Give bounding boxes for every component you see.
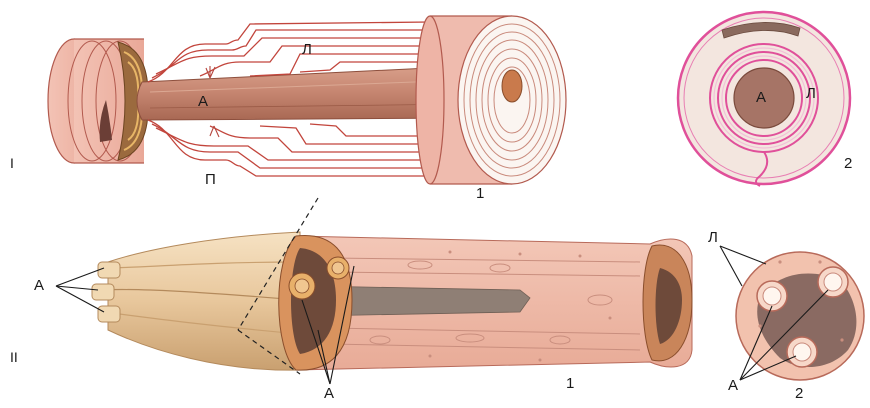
panel-ii-figure-number: 1 <box>566 376 574 391</box>
panel-ii-cross-label-lamella: Л <box>708 230 718 245</box>
right-myelin-roll <box>416 16 566 184</box>
panel-i-cross-label-lamella: Л <box>806 86 816 101</box>
panel-i-cross-figure-number: 2 <box>844 156 852 171</box>
panel-ii-nerve-bundle <box>92 198 692 374</box>
panel-ii-label-axons-bottom: А <box>324 386 334 401</box>
panel-i-label-mesaxon: П <box>205 172 216 187</box>
panel-i-cross-label-axon: А <box>756 90 766 105</box>
panel-ii-numeral: II <box>10 350 18 364</box>
panel-i-label-axon: А <box>198 94 208 109</box>
panel-i-numeral: I <box>10 156 14 170</box>
panel-ii-cross-label-axons: А <box>728 378 738 393</box>
membrane-lamellae-bottom <box>148 120 430 176</box>
panel-i-label-lamella: Л <box>302 42 312 57</box>
left-myelin-rings <box>48 39 148 163</box>
panel-i-figure-number: 1 <box>476 186 484 201</box>
panel-ii-label-axons-left: А <box>34 278 44 293</box>
panel-ii-cross-figure-number: 2 <box>795 386 803 401</box>
panel-ii-cross-section <box>736 252 864 380</box>
